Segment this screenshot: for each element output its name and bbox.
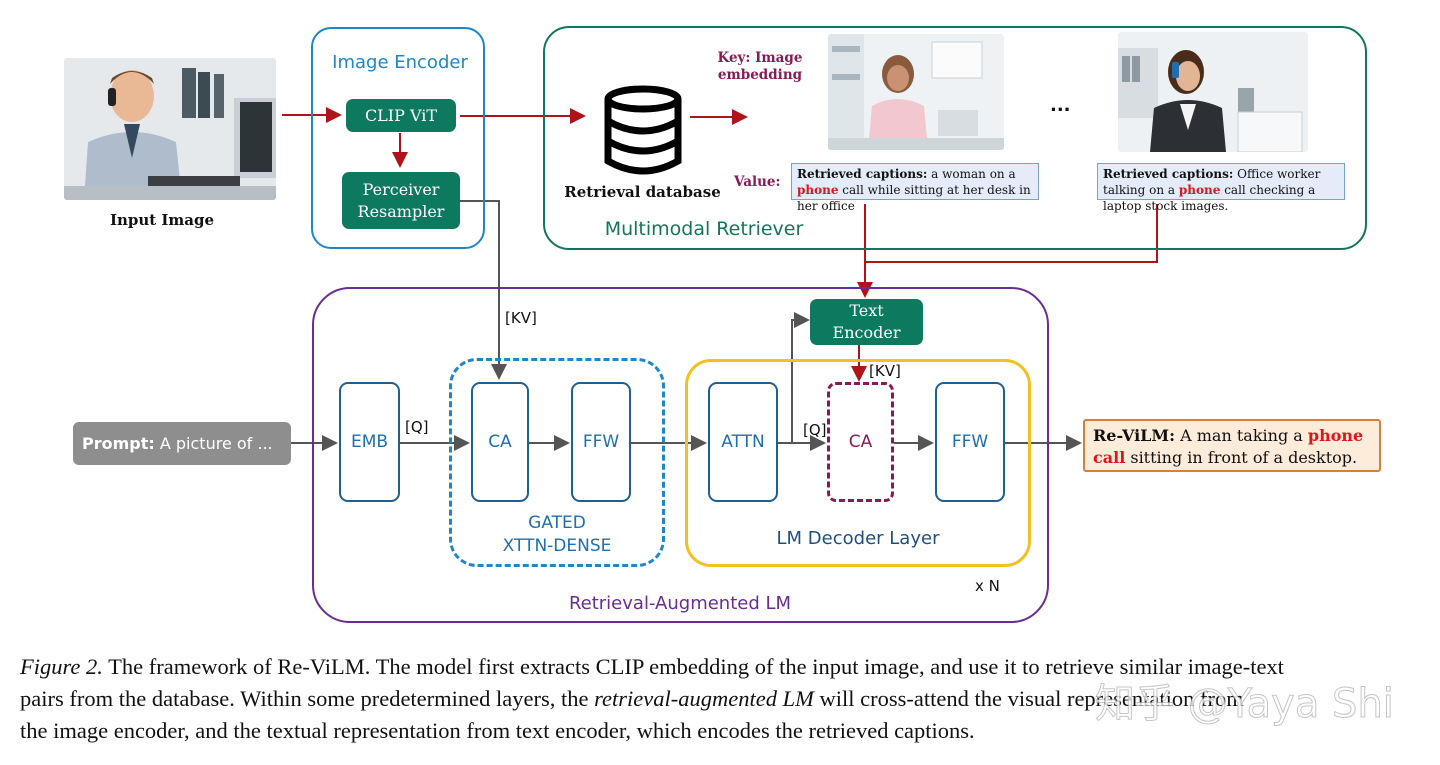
image-encoder-title: Image Encoder [332, 52, 468, 73]
text-encoder-block: Text Encoder [810, 299, 923, 345]
caption2-after: call checking a laptop stock images. [1103, 183, 1316, 213]
text-encoder-line1: Text [849, 301, 884, 320]
decoder-ffw-label: FFW [951, 432, 989, 452]
retrieval-database-label: Retrieval database [564, 183, 721, 201]
retrieved-caption-2: Retrieved captions: Office worker talkin… [1097, 163, 1345, 213]
output-highlight: phone call [1093, 426, 1364, 467]
output-before: A man taking a [1175, 426, 1308, 445]
retrieval-augmented-lm-title: Retrieval-Augmented LM [568, 593, 792, 614]
office-worker-on-phone-photo [1118, 32, 1308, 152]
attn-label: ATTN [721, 432, 765, 452]
output-box: Re-ViLM: A man taking a phone call sitti… [1083, 419, 1381, 472]
caption2-highlight: phone [1178, 183, 1221, 197]
database-icon [604, 85, 682, 175]
figure-caption-emphasis: retrieval-augmented LM [594, 686, 814, 711]
repeat-n-label: x N [975, 577, 1000, 595]
ellipsis: ... [1050, 95, 1071, 116]
connector-layer [282, 107, 1158, 451]
decoder-ca-block: CA [827, 382, 894, 502]
multimodal-retriever-panel [543, 26, 1367, 250]
prompt-box: Prompt: A picture of ... [73, 422, 291, 465]
caption1-highlight: phone [797, 183, 839, 197]
gated-label: GATED XTTN-DENSE [449, 512, 665, 558]
gated-ca-block: CA [471, 382, 529, 502]
retrieved-image-2 [1118, 32, 1308, 152]
gated-label-line2: XTTN-DENSE [502, 536, 612, 556]
key-label: Key: Image embedding [716, 50, 804, 84]
emb-block: EMB [339, 382, 400, 502]
caption1-prefix: Retrieved captions: [797, 167, 928, 181]
gated-label-line1: GATED [528, 513, 586, 533]
input-image [64, 58, 276, 200]
q-label-emb: [Q] [405, 418, 429, 436]
multimodal-retriever-title: Multimodal Retriever [604, 218, 804, 240]
text-encoder-line2: Encoder [832, 323, 901, 342]
decoder-ffw-block: FFW [935, 382, 1005, 502]
figure-caption-line3: the image encoder, and the textual repre… [20, 715, 1425, 747]
arrow-perceiver-to-gated-ca [460, 200, 507, 380]
output-after: sitting in front of a desktop. [1125, 448, 1358, 467]
lm-decoder-layer-label: LM Decoder Layer [776, 528, 940, 549]
gated-ffw-block: FFW [571, 382, 631, 502]
clip-vit-block: CLIP ViT [346, 99, 456, 132]
prompt-label: Prompt: [82, 434, 155, 453]
figure-caption-line2: pairs from the database. Within some pre… [20, 683, 1425, 715]
kv-label-image: [KV] [505, 309, 537, 327]
caption2-before: Office worker talking on a [1103, 167, 1321, 197]
prompt-text: A picture of ... [154, 434, 273, 453]
caption2-prefix: Retrieved captions: [1103, 167, 1234, 181]
figure-caption-text2a: pairs from the database. Within some pre… [20, 686, 595, 711]
perceiver-label-line1: Perceiver [362, 179, 440, 199]
q-label-attn: [Q] [803, 421, 827, 439]
perceiver-label-line2: Resampler [357, 201, 445, 221]
figure-caption-text3: the image encoder, and the textual repre… [20, 718, 975, 743]
value-label: Value: [734, 174, 781, 190]
perceiver-resampler-block: Perceiver Resampler [342, 172, 460, 229]
watermark: 知乎 @Yaya Shi [1095, 681, 1395, 728]
figure-caption-text1: The framework of Re-ViLM. The model firs… [102, 654, 1284, 679]
decoder-ca-label: CA [848, 432, 873, 452]
input-image-label: Input Image [109, 211, 215, 229]
emb-label: EMB [350, 432, 389, 452]
image-encoder-panel [311, 27, 485, 249]
figure-caption-text2b: will cross-attend the visual representat… [813, 686, 1244, 711]
figure-caption-line1: Figure 2. The framework of Re-ViLM. The … [20, 651, 1425, 683]
retrieval-augmented-lm-panel [312, 287, 1049, 623]
figure-caption-label: Figure 2. [20, 654, 103, 679]
retrieved-image-1 [828, 34, 1004, 150]
person-on-phone-photo [64, 58, 276, 200]
lm-decoder-layer-group [685, 359, 1031, 567]
clip-vit-label: CLIP ViT [364, 105, 438, 125]
output-label: Re-ViLM: [1093, 426, 1176, 445]
kv-label-text: [KV] [869, 362, 901, 380]
attn-block: ATTN [708, 382, 778, 502]
retrieved-caption-1: Retrieved captions: a woman on a phone c… [791, 163, 1039, 213]
woman-on-phone-photo [828, 34, 1004, 150]
key-label-line2: embedding [717, 67, 803, 83]
gated-ffw-label: FFW [582, 432, 620, 452]
gated-ca-label: CA [488, 432, 512, 452]
caption1-before: a woman on a [927, 167, 1016, 181]
caption1-after: call while sitting at her desk in her of… [797, 183, 1031, 213]
key-label-line1: Key: Image [717, 50, 803, 66]
gated-xttn-dense-group [449, 358, 665, 567]
arrow-attn-to-text-encoder [791, 312, 810, 443]
connector-captions-merge [864, 204, 1158, 263]
